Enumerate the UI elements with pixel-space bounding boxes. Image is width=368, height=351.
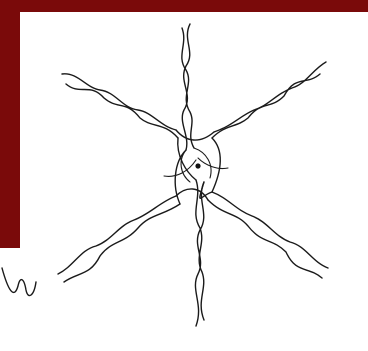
arm-upper-left [62, 74, 178, 138]
center-dot [195, 163, 200, 168]
arm-lower-left [58, 196, 180, 282]
arm-bottom [195, 180, 204, 326]
knot-star-icon [2, 24, 328, 326]
central-weave [164, 130, 228, 204]
handwritten-mark [2, 268, 36, 296]
arm-top [182, 24, 194, 150]
arm-lower-right [208, 192, 328, 278]
arm-upper-right [212, 62, 326, 138]
